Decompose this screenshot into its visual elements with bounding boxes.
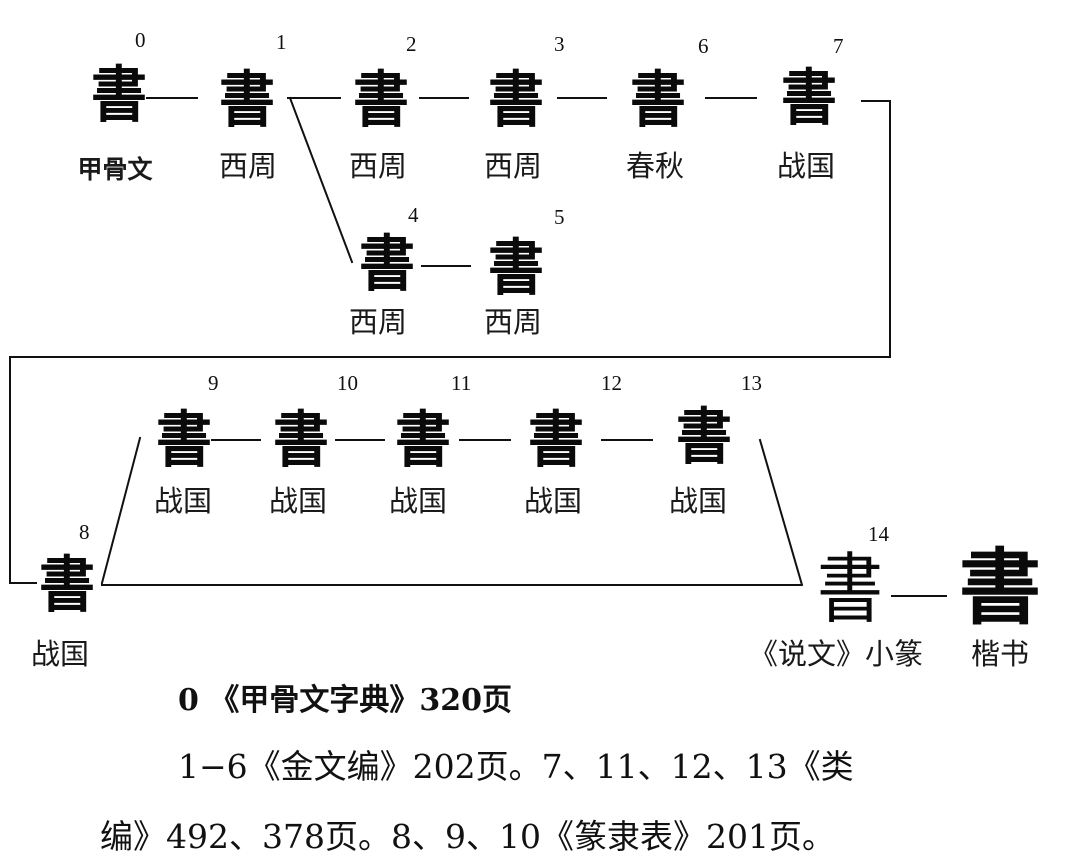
form-number-10: 10	[337, 371, 358, 395]
form-number-11: 11	[451, 371, 472, 395]
form-number-9: 9	[208, 371, 219, 395]
glyph-form-0: 書	[91, 59, 147, 131]
glyph-form-kaishu: 書	[958, 540, 1042, 636]
note-seal-source: 编》492、378页。8、9、10《篆隶表》201页。	[100, 817, 835, 856]
period-label-14: 《说文》小篆	[748, 637, 924, 671]
glyph-form-8: 書	[39, 549, 95, 621]
glyph-form-2: 書	[353, 64, 409, 136]
period-label-9: 战国	[153, 484, 213, 518]
connector-7-8	[9, 100, 891, 584]
glyph-form-5: 書	[488, 232, 544, 304]
glyph-form-4: 書	[359, 228, 415, 300]
connector-8-9	[100, 436, 142, 585]
period-label-2: 西周	[348, 149, 408, 183]
form-number-4: 4	[408, 203, 419, 227]
period-label-6: 春秋	[625, 149, 685, 183]
glyph-form-9: 書	[156, 404, 212, 476]
period-label-5: 西周	[483, 305, 543, 339]
period-label-13: 战国	[668, 484, 728, 518]
note-bronze-source: 1−6《金文编》202页。7、11、12、13《类	[178, 747, 854, 786]
glyph-form-12: 書	[528, 404, 584, 476]
form-number-13: 13	[741, 371, 762, 395]
period-label-kaishu: 楷书	[970, 637, 1030, 671]
form-number-14: 14	[868, 522, 889, 546]
glyph-form-14: 書	[817, 545, 883, 634]
glyph-form-10: 書	[273, 404, 329, 476]
glyph-form-13: 書	[676, 401, 732, 473]
period-label-10: 战国	[268, 484, 328, 518]
connector-1-4	[288, 96, 354, 264]
form-number-1: 1	[276, 30, 287, 54]
form-number-2: 2	[406, 32, 417, 56]
period-label-3: 西周	[483, 149, 543, 183]
form-number-8: 8	[79, 520, 90, 544]
glyph-form-6: 書	[630, 64, 686, 136]
period-label-7: 战国	[776, 149, 836, 183]
period-label-11: 战国	[388, 484, 448, 518]
glyph-form-1: 書	[219, 64, 275, 136]
form-number-3: 3	[554, 32, 565, 56]
form-number-7: 7	[833, 34, 844, 58]
connector-13-14	[758, 438, 804, 587]
period-label-8: 战国	[30, 637, 90, 671]
period-label-4: 西周	[348, 305, 408, 339]
note-oracle-source: 0 《甲骨文字典》320页	[178, 683, 512, 718]
period-label-1: 西周	[218, 149, 278, 183]
form-number-12: 12	[601, 371, 622, 395]
period-label-12: 战国	[523, 484, 583, 518]
glyph-form-7: 書	[781, 62, 837, 134]
period-label-0: 甲骨文	[77, 155, 153, 184]
form-number-6: 6	[698, 34, 709, 58]
glyph-form-3: 書	[488, 64, 544, 136]
glyph-form-11: 書	[395, 404, 451, 476]
form-number-5: 5	[554, 205, 565, 229]
form-number-0: 0	[135, 28, 146, 52]
